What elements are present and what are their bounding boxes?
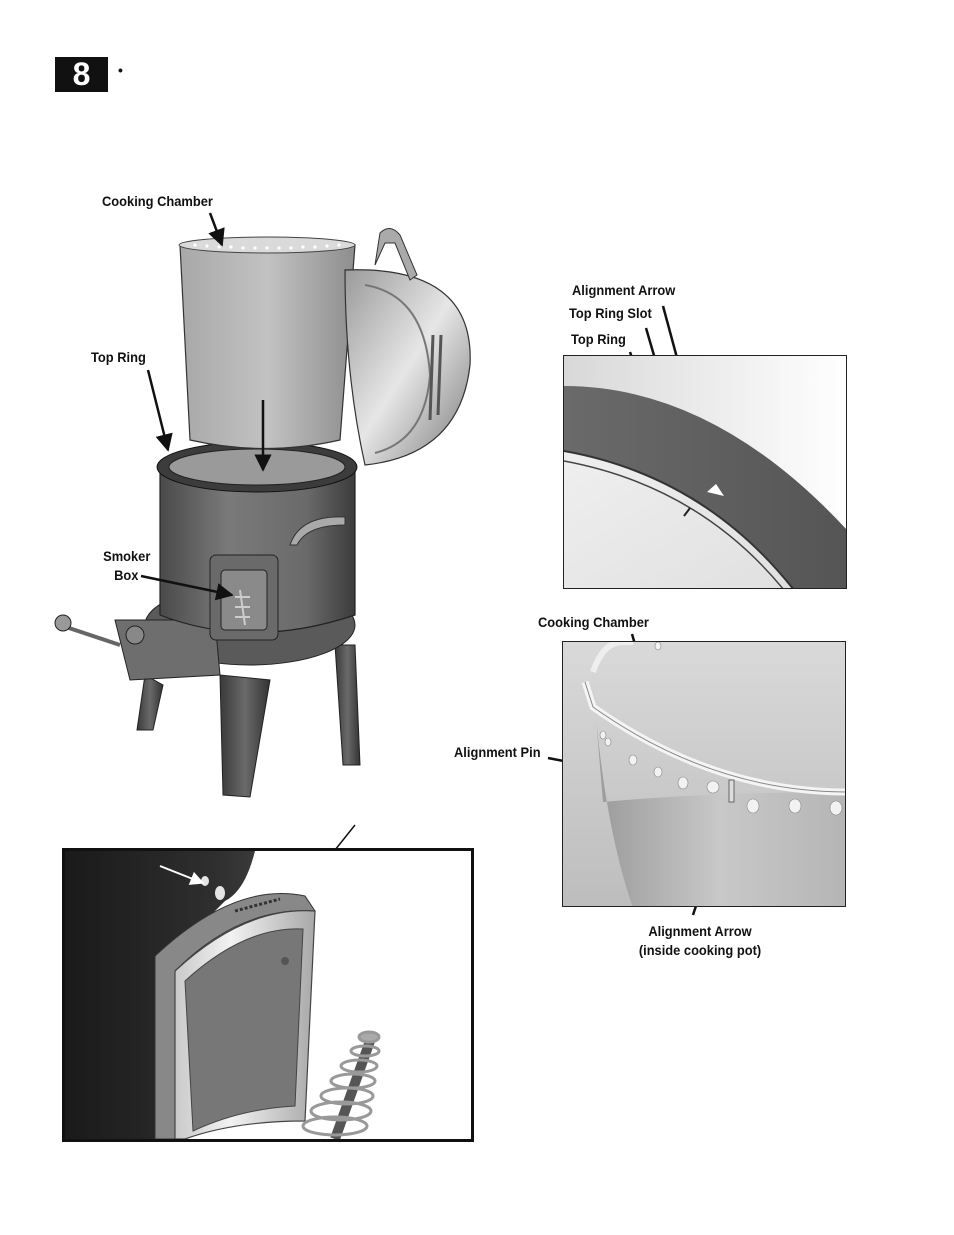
cooking-chamber-closeup bbox=[563, 642, 845, 906]
arrow-smoker-box bbox=[140, 574, 234, 601]
label-smoker-box-line1: Smoker bbox=[102, 548, 150, 564]
top-ring-detail-panel bbox=[563, 355, 847, 589]
label-alignment-arrow-top: Alignment Arrow bbox=[572, 282, 676, 298]
label-alignment-pin: Alignment Pin bbox=[454, 744, 541, 760]
label-top-ring: Top Ring bbox=[91, 349, 146, 365]
step-bullet: • bbox=[118, 62, 123, 78]
label-alignment-arrow-line1: Alignment Arrow bbox=[648, 923, 752, 939]
smoker-box-closeup bbox=[65, 851, 381, 1139]
label-top-ring-slot: Top Ring Slot bbox=[569, 305, 652, 321]
label-top-ring-detail: Top Ring bbox=[571, 331, 626, 347]
top-ring-closeup bbox=[564, 356, 846, 588]
arrow-cooking-chamber bbox=[208, 212, 225, 247]
smoker-box-inset-panel bbox=[62, 848, 474, 1142]
cooking-chamber-detail-panel bbox=[562, 641, 846, 907]
label-cooking-chamber-detail: Cooking Chamber bbox=[538, 614, 649, 630]
label-alignment-arrow-line2: (inside cooking pot) bbox=[638, 942, 762, 958]
step-number-badge: 8 bbox=[55, 57, 108, 92]
label-cooking-chamber: Cooking Chamber bbox=[102, 193, 213, 209]
arrow-top-ring bbox=[146, 369, 173, 452]
label-smoker-box-line2: Box bbox=[113, 567, 138, 583]
